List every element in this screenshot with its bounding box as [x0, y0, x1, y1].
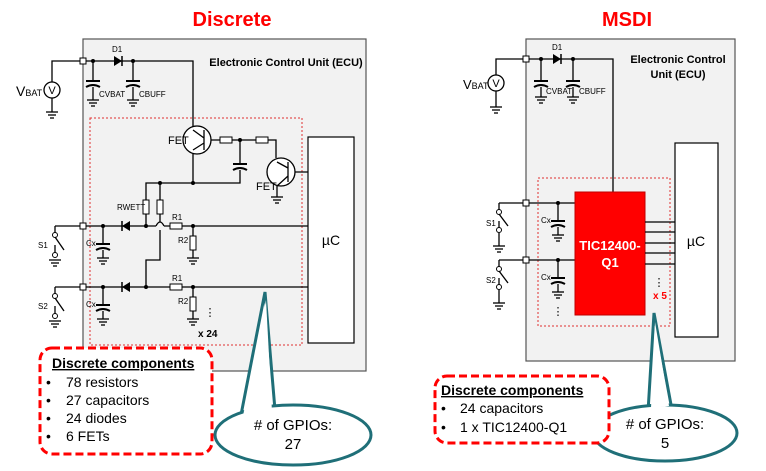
cbuff-label: CBUFF — [579, 87, 606, 96]
ecu-label-line1: Electronic Control — [630, 54, 725, 66]
gpio-speech-bubble: # of GPIOs: 27 — [213, 291, 373, 467]
diode-icon — [553, 54, 561, 64]
components-heading: Discrete components — [52, 355, 195, 371]
vbat-label: VBAT — [463, 77, 489, 92]
cx-label: Cx — [86, 239, 96, 248]
d1-label: D1 — [552, 43, 563, 52]
rwett-label: RWETT — [117, 203, 145, 212]
gpio-speech-bubble: # of GPIOs: 5 — [591, 312, 739, 463]
input-channel-s1: S1 Cx R1 R2 — [38, 213, 308, 267]
chip-label-line2: Q1 — [601, 255, 618, 270]
s2-label: S2 — [486, 276, 496, 285]
s2-label: S2 — [38, 302, 48, 311]
more-dots: ⋮ — [553, 306, 564, 318]
replaced-region-box — [89, 117, 303, 346]
microcontroller-box — [307, 136, 355, 344]
gpio-label: # of GPIOs: — [626, 416, 704, 433]
cvbat-label: CVBAT — [546, 87, 572, 96]
s1-label: S1 — [38, 241, 48, 250]
voltmeter-icon — [487, 74, 505, 92]
microcontroller-label: µC — [687, 233, 705, 249]
d1-label: D1 — [112, 45, 123, 54]
discrete-panel: Discrete Electronic Control Unit (ECU) V… — [16, 9, 373, 467]
components-callout: Discrete components • 78 resistors • 27 ca… — [38, 346, 214, 456]
component-item: 27 capacitors — [66, 392, 149, 408]
gpio-count: 5 — [661, 435, 669, 452]
input-channel-s1: S1 Cx — [486, 199, 575, 253]
terminal — [79, 57, 87, 65]
cx-label: Cx — [86, 300, 96, 309]
r2-label: R2 — [178, 297, 189, 306]
input-channel-s2: S2 Cx R1 R2 ⋮ — [38, 274, 308, 328]
svg-text:•: • — [441, 400, 446, 416]
replaced-region-box — [537, 177, 671, 327]
component-list: •78 resistors •27 capacitors •24 diodes … — [46, 374, 149, 444]
components-callout: Discrete components • 24 capacitors • 1 x … — [433, 374, 611, 445]
cx-label: Cx — [541, 216, 551, 225]
component-item: 78 resistors — [66, 374, 138, 390]
more-dots: ⋮ — [205, 307, 216, 319]
fet-label: FET — [168, 135, 189, 147]
s1-label: S1 — [486, 219, 496, 228]
r2-label: R2 — [178, 236, 189, 245]
channel-multiplier: x 24 — [198, 329, 218, 340]
microcontroller-label: µC — [322, 232, 340, 248]
discrete-title: Discrete — [193, 9, 272, 31]
gpio-count: 27 — [285, 436, 302, 453]
ecu-label: Electronic Control Unit (ECU) — [209, 57, 363, 69]
chip-label-line1: TIC12400- — [579, 238, 640, 253]
line-multiplier: x 5 — [653, 291, 667, 302]
tic12400-chip — [574, 191, 646, 316]
r1-label: R1 — [172, 213, 183, 222]
svg-text:•: • — [46, 410, 51, 426]
component-item: 24 diodes — [66, 410, 127, 426]
cx-label: Cx — [541, 273, 551, 282]
gpio-lines — [645, 221, 675, 265]
gpio-label: # of GPIOs: — [254, 417, 332, 434]
component-item: 24 capacitors — [460, 400, 543, 416]
input-channel-s2: S2 Cx ⋮ — [486, 256, 575, 318]
microcontroller-box — [674, 142, 719, 338]
cvbat-label: CVBAT — [99, 90, 125, 99]
components-heading: Discrete components — [441, 382, 584, 398]
diode-icon — [114, 56, 122, 66]
r1-label: R1 — [172, 274, 183, 283]
voltmeter-icon — [43, 81, 61, 99]
msdi-panel: MSDI Electronic Control Unit (ECU) V VBA… — [433, 9, 739, 463]
svg-text:•: • — [46, 374, 51, 390]
msdi-title: MSDI — [602, 9, 652, 31]
ecu-label-line2: Unit (ECU) — [651, 69, 706, 81]
svg-text:•: • — [441, 419, 446, 435]
svg-text:•: • — [46, 428, 51, 444]
vbat-label: VBAT — [16, 83, 43, 99]
meter-label: V — [48, 85, 56, 97]
svg-text:•: • — [46, 392, 51, 408]
more-dots: ⋮ — [654, 277, 665, 289]
fet-label: FET — [256, 181, 277, 193]
component-item: 6 FETs — [66, 428, 110, 444]
meter-label: V — [492, 78, 500, 90]
cbuff-label: CBUFF — [139, 90, 166, 99]
component-item: 1 x TIC12400-Q1 — [460, 419, 567, 435]
